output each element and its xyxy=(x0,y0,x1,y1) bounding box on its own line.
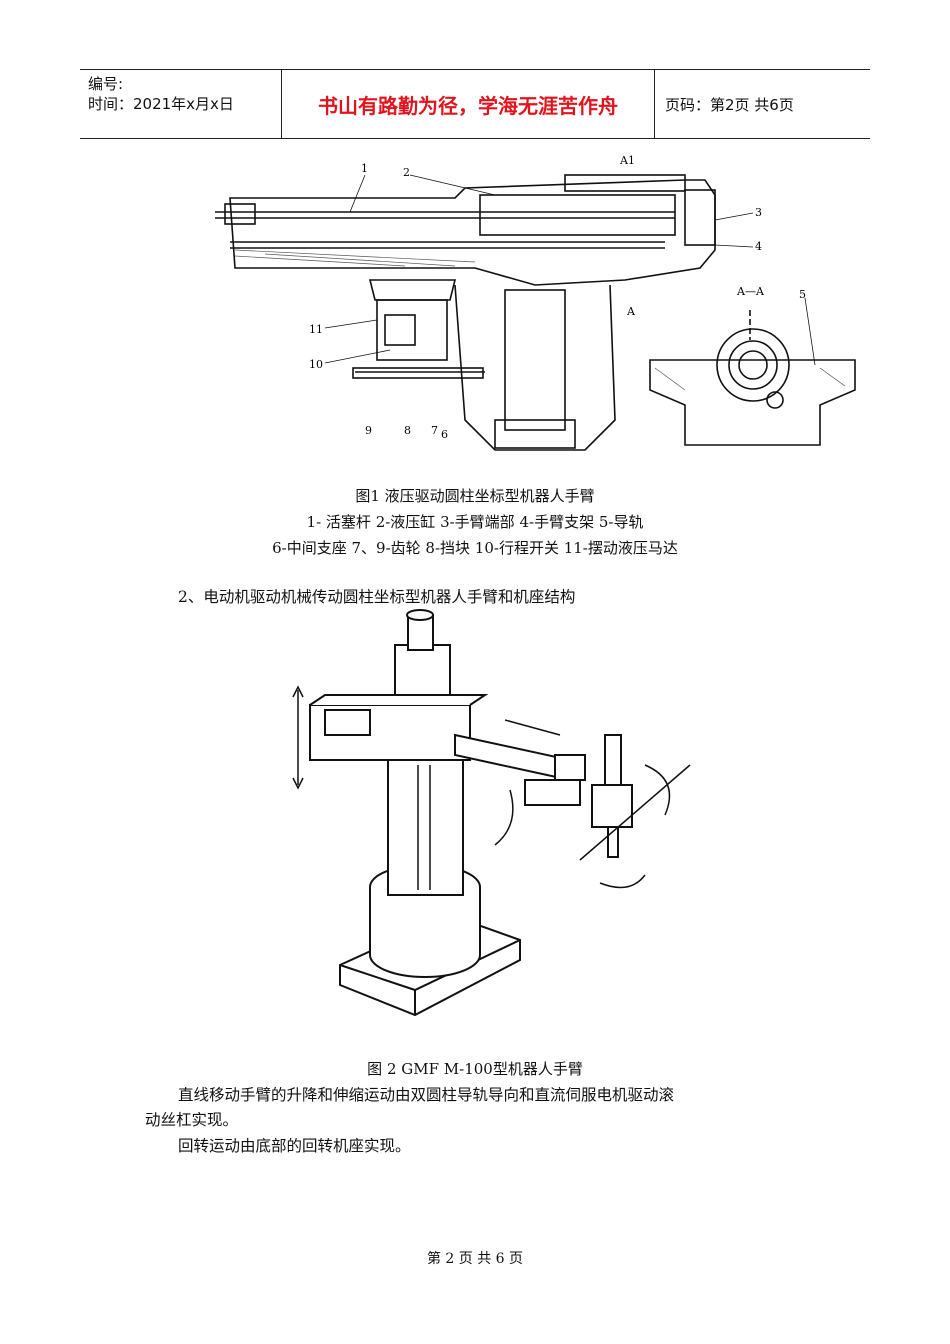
fig1-label-8: 8 xyxy=(404,424,411,437)
number-label: 编号: xyxy=(88,75,124,93)
body-paragraph1-line1: 直线移动手臂的升降和伸缩运动由双圆柱导轨导向和直流伺服电机驱动滚 xyxy=(178,1086,675,1104)
figure1-drawing: 1 2 A1 3 4 A—A 5 A 11 10 9 8 7 6 xyxy=(215,154,856,451)
fig1-label-4: 4 xyxy=(755,240,762,253)
fig1-label-a1: A1 xyxy=(619,154,635,167)
header-motto: 书山有路勤为径，学海无涯苦作舟 xyxy=(282,70,655,138)
fig1-label-6: 6 xyxy=(441,428,448,441)
header-meta: 编号: 时间：2021年x月x日 xyxy=(80,70,282,138)
fig1-label-11: 11 xyxy=(309,323,323,336)
fig1-label-9: 9 xyxy=(365,424,372,437)
time-label: 时间：2021年x月x日 xyxy=(88,95,234,113)
body-paragraph1-line2: 动丝杠实现。 xyxy=(145,1111,239,1129)
fig1-label-aa: A—A xyxy=(736,285,765,298)
fig1-label-5: 5 xyxy=(799,288,806,301)
figure1-legend-line1: 1- 活塞杆 2-液压缸 3-手臂端部 4-手臂支架 5-导轨 xyxy=(306,513,644,531)
figure2-drawing xyxy=(292,609,691,1017)
page-header: 编号: 时间：2021年x月x日 书山有路勤为径，学海无涯苦作舟 页码：第2页 … xyxy=(80,69,870,139)
section2-heading: 2、电动机驱动机械传动圆柱坐标型机器人手臂和机座结构 xyxy=(178,588,576,606)
figure1-legend-line2: 6-中间支座 7、9-齿轮 8-挡块 10-行程开关 11-摆动液压马达 xyxy=(272,539,678,557)
fig1-label-2: 2 xyxy=(403,166,410,179)
fig1-label-3: 3 xyxy=(755,206,762,219)
fig1-label-a: A xyxy=(626,305,636,318)
fig1-label-7: 7 xyxy=(431,424,438,437)
fig1-label-1: 1 xyxy=(361,162,368,175)
figure1-caption: 图1 液压驱动圆柱坐标型机器人手臂 xyxy=(355,487,595,505)
fig1-label-10: 10 xyxy=(309,358,323,371)
page-footer: 第 2 页 共 6 页 xyxy=(426,1251,524,1267)
header-page-label: 页码：第2页 共6页 xyxy=(665,95,794,114)
figure2-caption: 图 2 GMF M-100型机器人手臂 xyxy=(367,1060,583,1078)
body-paragraph2: 回转运动由底部的回转机座实现。 xyxy=(178,1137,411,1155)
